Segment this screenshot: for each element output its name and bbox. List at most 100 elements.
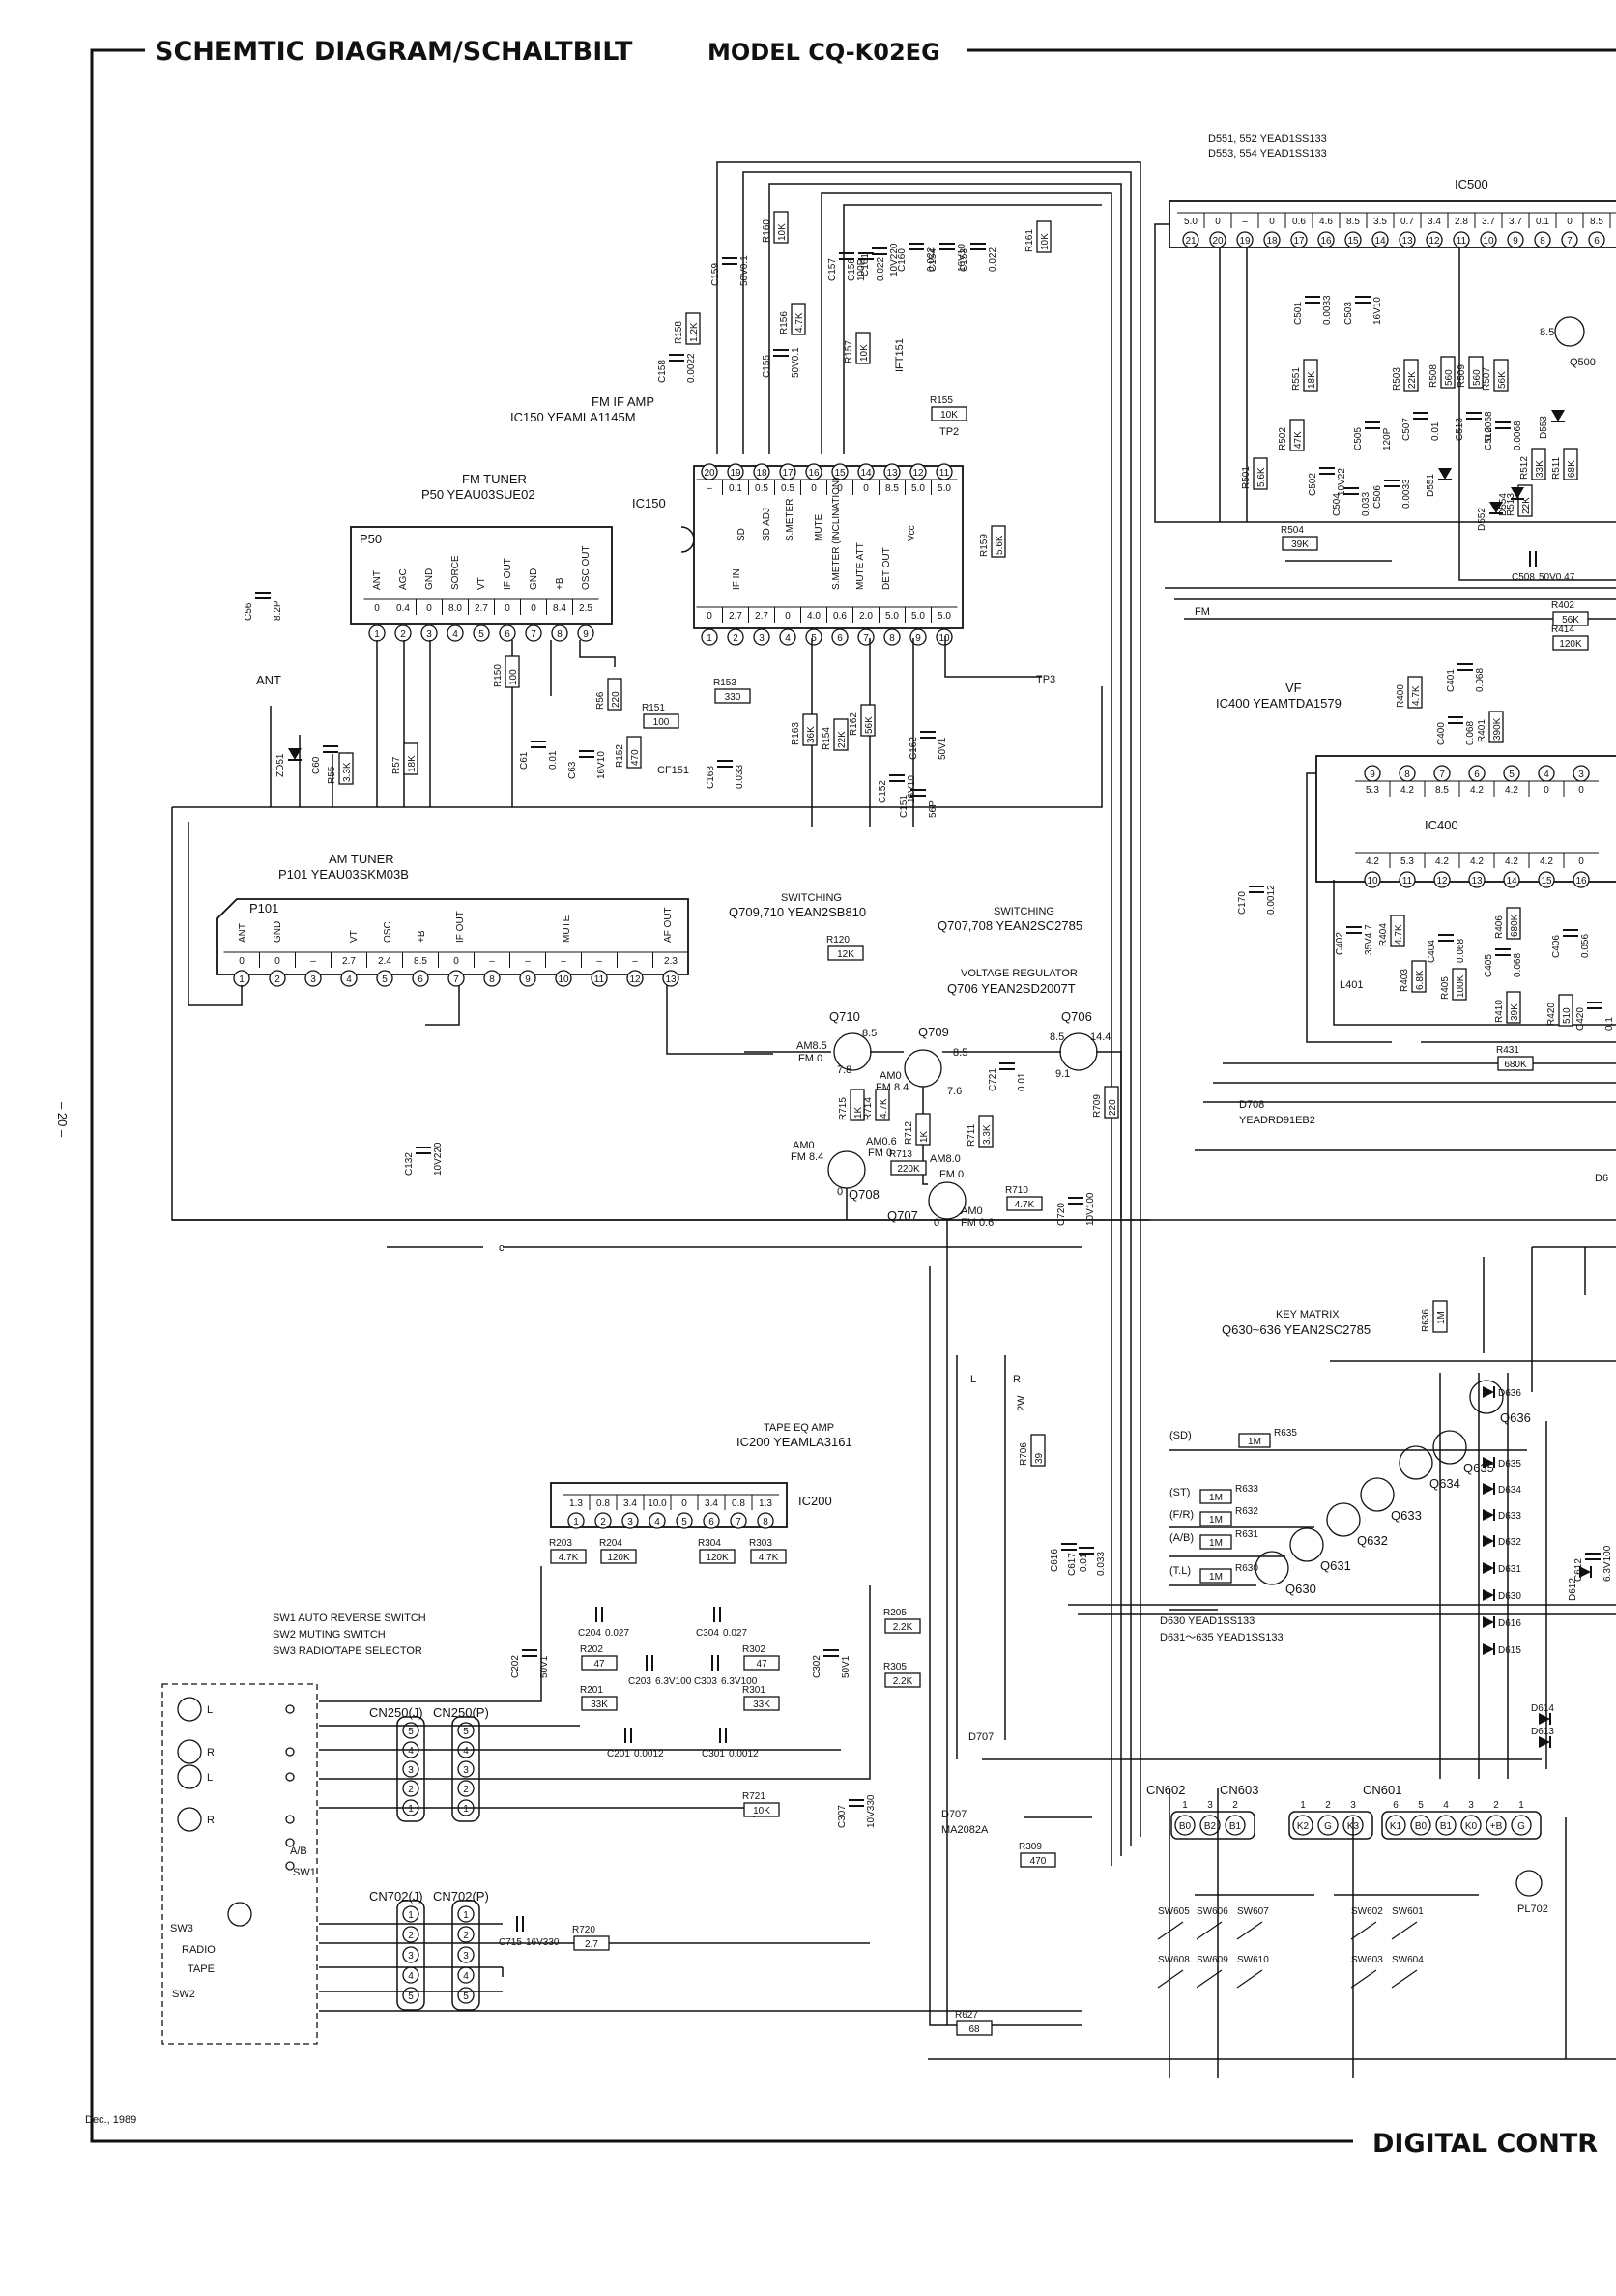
ic150-top-voltage: 0 — [811, 483, 817, 494]
r-arrow-label: R — [1013, 1374, 1021, 1385]
resistor-body — [890, 1160, 927, 1176]
ic150-bot-pin-number: 8 — [889, 633, 895, 644]
resistor-value: 12K — [837, 949, 854, 960]
resistor-value: 22K — [1407, 371, 1418, 389]
capacitor-ref: C502 — [1308, 473, 1318, 496]
ic500-pin-circle — [1209, 231, 1226, 248]
resistor-value: 220K — [897, 1164, 920, 1175]
key-matrix-diode-ref: D635 — [1498, 1459, 1521, 1469]
p101-pin-number: 5 — [382, 974, 388, 985]
p50-pin-function: +B — [555, 577, 565, 590]
l-arrow-label: L — [970, 1374, 976, 1385]
key-matrix-resistor — [1199, 1489, 1232, 1504]
cn603-outline — [1288, 1811, 1373, 1840]
key-matrix-transistor — [1432, 1430, 1467, 1465]
switch-symbol — [1391, 1921, 1418, 1940]
resistor-value: 560 — [1472, 369, 1483, 386]
capacitor-value: 50V1 — [938, 737, 948, 760]
capacitor-ref: C151 — [899, 795, 909, 818]
key-matrix-diode-ref: D613 — [1531, 1727, 1554, 1737]
resistor-ref: R120 — [826, 935, 850, 945]
resistor-ref: R706 — [1019, 1442, 1029, 1466]
capacitor-ref: C153 — [959, 248, 969, 272]
capacitor-ref: C401 — [1446, 669, 1457, 692]
wire — [1306, 772, 1392, 1043]
resistor-body — [1506, 907, 1521, 940]
cn601-pin-number: 5 — [1418, 1800, 1424, 1811]
resistor-ref: R401 — [1477, 719, 1487, 742]
resistor-body — [1104, 1086, 1119, 1119]
key-matrix-diode — [1483, 1616, 1494, 1628]
resistor-ref: R302 — [742, 1644, 765, 1655]
capacitor-ref: C132 — [404, 1152, 415, 1176]
cn602-pin-number: 1 — [1182, 1800, 1188, 1811]
resistor-value: 36K — [806, 726, 817, 743]
ic500-block: D551, 552 YEAD1SS133 D553, 554 YEAD1SS13… — [1169, 133, 1616, 368]
key-matrix-resistor-value: 1M — [1209, 1572, 1223, 1583]
d707-ref: D707 — [941, 1809, 967, 1820]
ic200-ref: IC200 — [798, 1494, 832, 1508]
ic150-top-voltage: – — [707, 483, 712, 494]
q707-fm2-v: FM 0.6 — [961, 1217, 994, 1229]
resistor-ref: R713 — [889, 1149, 912, 1160]
key-matrix-diode — [1483, 1509, 1494, 1521]
cn601-pin-number: 3 — [1468, 1800, 1474, 1811]
switch-contact — [285, 1838, 295, 1847]
q709-am-v: AM0 — [880, 1070, 902, 1082]
p50-pin-function: IF OUT — [503, 558, 513, 590]
cn702j-pin-number: 5 — [408, 1991, 414, 2002]
resistor-value: 4.7K — [794, 312, 805, 333]
key-matrix-diode-ref: D633 — [1498, 1511, 1521, 1522]
ic500-pin-number: 11 — [1457, 236, 1467, 247]
cn601-pin-number: 6 — [1393, 1800, 1399, 1811]
capacitor-ref: C513 — [1455, 418, 1465, 441]
ic500-pin-number: 7 — [1567, 236, 1573, 247]
sw3-legend: SW3 RADIO/TAPE SELECTOR — [273, 1645, 422, 1657]
capacitor-value: 6.3V100 — [1602, 1545, 1613, 1582]
capacitor-ref: C405 — [1484, 954, 1494, 977]
q708-symbol — [827, 1150, 866, 1189]
key-matrix-resistor — [1199, 1534, 1232, 1550]
key-matrix-block: KEY MATRIX Q630~636 YEAN2SC2785 D630 YEA… — [1160, 1300, 1592, 1748]
capacitor-value: 16V330 — [526, 1937, 560, 1948]
switch-symbol — [1391, 1969, 1418, 1989]
ic500-pin-circle — [1561, 231, 1578, 248]
resistor-body — [827, 945, 864, 961]
ic150-bot-voltage: 5.0 — [885, 611, 899, 622]
ic400-caption: VF — [1285, 681, 1302, 695]
resistor-ref: R710 — [1005, 1185, 1028, 1196]
key-matrix-resistor-ref: R632 — [1235, 1506, 1258, 1517]
resistor-ref: R162 — [849, 712, 859, 736]
resistor-ref: R715 — [838, 1097, 849, 1120]
ic150-bot-pin-number: 9 — [915, 633, 921, 644]
diode-ref: D554 — [1498, 493, 1509, 516]
ic400-bot-voltage: 0 — [1578, 857, 1584, 867]
capacitor-value: 0.022 — [876, 257, 886, 281]
capacitor-ref: C158 — [657, 360, 668, 383]
key-matrix-parts: Q636Q635Q634Q633Q632Q631Q630(SD)(ST)(F/R… — [1169, 1300, 1592, 1748]
cn603-pin-number: 1 — [1300, 1800, 1306, 1811]
q707-am-v: AM8.0 — [930, 1153, 961, 1165]
p50-voltage: 2.7 — [475, 603, 488, 614]
resistor-ref: R511 — [1551, 456, 1562, 480]
ic150-notch — [680, 526, 695, 553]
resistor-ref: R154 — [822, 727, 832, 750]
q707-symbol — [928, 1181, 967, 1220]
capacitor-ref: C201 — [607, 1749, 630, 1759]
ic400-top-voltage: 8.5 — [1435, 785, 1449, 796]
capacitor-value: 0.0033 — [1322, 295, 1333, 325]
tape-head-coil — [177, 1807, 202, 1832]
cn702j-pin-number: 1 — [408, 1910, 414, 1921]
ic400-bot-pin-circle — [1399, 871, 1416, 888]
